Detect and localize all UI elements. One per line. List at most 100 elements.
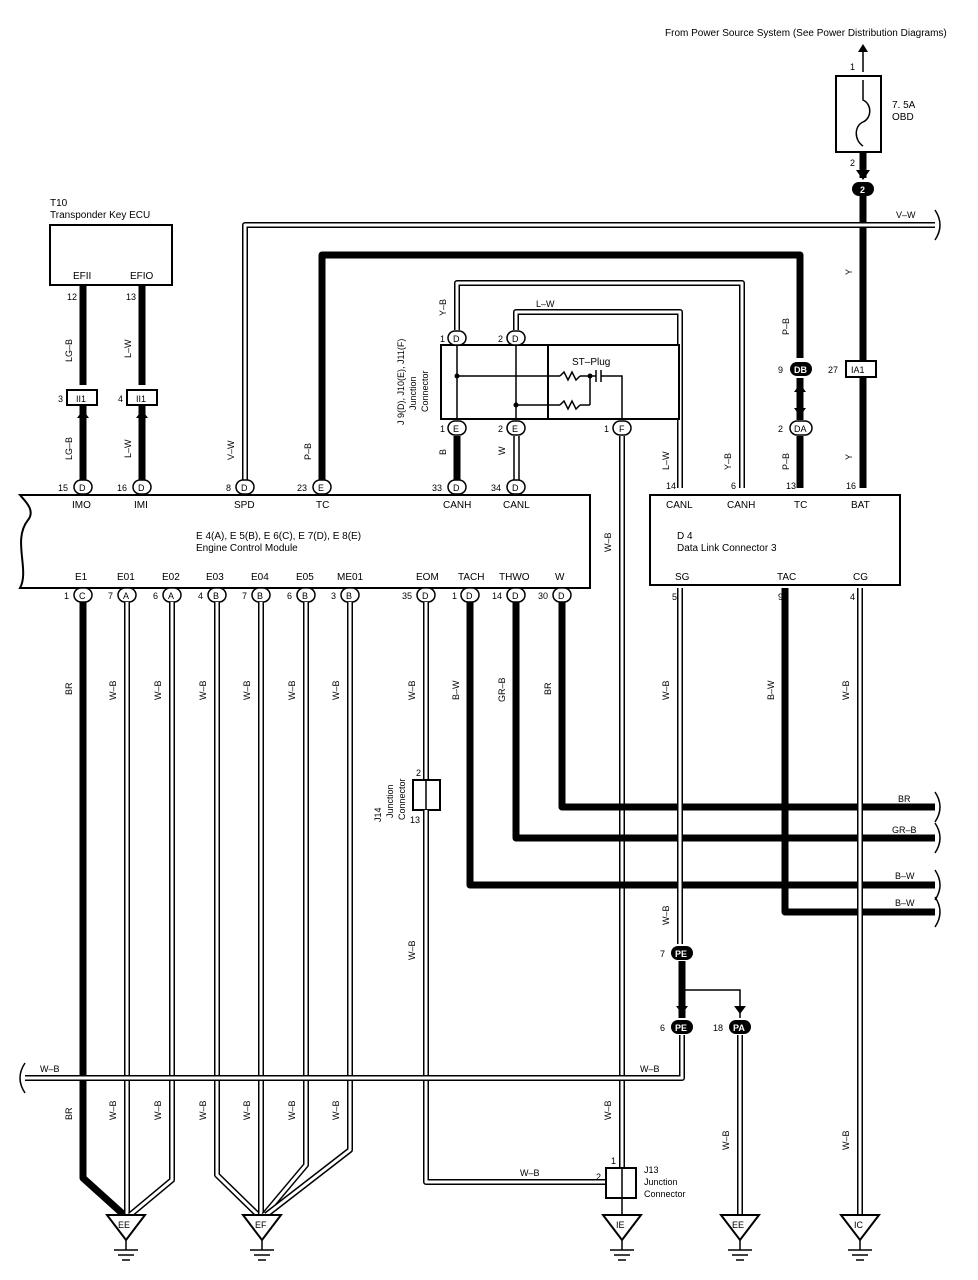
svg-text:W–B: W–B xyxy=(108,1100,118,1120)
svg-text:EOM: EOM xyxy=(416,572,439,583)
svg-text:J 9(D), J10(E), J11(F): J 9(D), J10(E), J11(F) xyxy=(396,339,406,425)
svg-text:W–B: W–B xyxy=(40,1064,60,1074)
transponder-key-ecu: T10 Transponder Key ECU EFII EFIO 12 13 xyxy=(49,198,173,302)
svg-text:14: 14 xyxy=(492,591,502,601)
svg-text:34: 34 xyxy=(491,483,501,493)
svg-text:PE: PE xyxy=(675,1023,687,1033)
svg-text:EE: EE xyxy=(118,1220,130,1230)
junction-j14: 2 13 J14 Junction Connector xyxy=(373,768,441,825)
svg-text:IMI: IMI xyxy=(134,500,148,511)
svg-text:E04: E04 xyxy=(251,572,269,583)
svg-text:1: 1 xyxy=(440,424,445,434)
data-link-connector: D 4 Data Link Connector 3 14 CANL 6 CANH… xyxy=(649,481,901,602)
svg-text:V–W: V–W xyxy=(896,210,916,220)
svg-text:D: D xyxy=(558,591,565,601)
svg-text:3: 3 xyxy=(58,394,63,404)
svg-text:1: 1 xyxy=(64,591,69,601)
svg-text:C: C xyxy=(79,591,86,601)
svg-text:Y–B: Y–B xyxy=(723,453,733,470)
svg-text:13: 13 xyxy=(410,815,420,825)
svg-text:W–B: W–B xyxy=(603,1100,613,1120)
connector-pa: PA 18 xyxy=(713,1020,751,1034)
connector-db: DB 9 xyxy=(778,362,812,376)
svg-text:Junction: Junction xyxy=(644,1177,678,1187)
svg-text:LG–B: LG–B xyxy=(64,437,74,460)
svg-text:Connector: Connector xyxy=(420,370,430,412)
svg-text:ST–Plug: ST–Plug xyxy=(572,357,610,368)
svg-text:13: 13 xyxy=(126,292,136,302)
svg-text:LG–B: LG–B xyxy=(64,339,74,362)
svg-text:2: 2 xyxy=(778,424,783,434)
svg-text:30: 30 xyxy=(538,591,548,601)
svg-text:W–B: W–B xyxy=(242,680,252,700)
svg-text:W–B: W–B xyxy=(721,1130,731,1150)
svg-text:Engine Control Module: Engine Control Module xyxy=(196,543,298,554)
svg-text:P–B: P–B xyxy=(781,318,791,335)
svg-text:Junction: Junction xyxy=(408,376,418,410)
svg-text:14: 14 xyxy=(666,481,676,491)
svg-text:B: B xyxy=(302,591,308,601)
svg-text:W–B: W–B xyxy=(153,1100,163,1120)
ground-ic: IC xyxy=(838,1214,882,1261)
svg-text:3: 3 xyxy=(331,591,336,601)
svg-text:5: 5 xyxy=(672,592,677,602)
connector-da: DA 2 xyxy=(778,420,813,436)
svg-text:TAC: TAC xyxy=(777,572,796,583)
svg-text:T10: T10 xyxy=(50,198,68,209)
ecm-top-pin: D 15 IMO xyxy=(58,479,93,511)
svg-text:V–W: V–W xyxy=(226,440,236,460)
svg-text:2: 2 xyxy=(596,1172,601,1182)
svg-text:GR–B: GR–B xyxy=(497,677,507,702)
svg-text:EE: EE xyxy=(732,1220,744,1230)
svg-text:E 4(A), E 5(B), E 6(C), E 7(D): E 4(A), E 5(B), E 6(C), E 7(D), E 8(E) xyxy=(196,531,361,542)
svg-text:W–B: W–B xyxy=(661,905,671,925)
svg-text:B: B xyxy=(438,449,448,455)
svg-text:1: 1 xyxy=(611,1156,616,1166)
svg-text:BR: BR xyxy=(64,682,74,695)
svg-text:7: 7 xyxy=(108,591,113,601)
svg-text:TACH: TACH xyxy=(458,572,484,583)
svg-text:6: 6 xyxy=(287,591,292,601)
svg-text:W–B: W–B xyxy=(287,680,297,700)
svg-text:PA: PA xyxy=(733,1023,745,1033)
svg-text:CANL: CANL xyxy=(503,500,530,511)
ecm-top-pin: E 23 TC xyxy=(297,479,332,511)
svg-text:2: 2 xyxy=(498,334,503,344)
svg-text:BR: BR xyxy=(64,1107,74,1120)
svg-text:II1: II1 xyxy=(76,394,86,404)
junction-j13: 1 2 J13 Junction Connector xyxy=(596,1156,686,1215)
svg-text:TC: TC xyxy=(794,500,807,511)
svg-text:W–B: W–B xyxy=(407,680,417,700)
svg-text:E: E xyxy=(318,483,324,493)
svg-text:Data Link Connector 3: Data Link Connector 3 xyxy=(677,543,777,554)
svg-text:ME01: ME01 xyxy=(337,572,364,583)
svg-text:W–B: W–B xyxy=(520,1168,540,1178)
svg-text:L–W: L–W xyxy=(661,451,671,470)
svg-text:BR: BR xyxy=(543,682,553,695)
svg-text:DB: DB xyxy=(794,365,807,375)
svg-text:E: E xyxy=(453,424,459,434)
svg-text:J13: J13 xyxy=(644,1165,659,1175)
connector-pe-bottom: PE 6 xyxy=(660,1020,693,1034)
svg-text:W–B: W–B xyxy=(198,680,208,700)
svg-text:B–W: B–W xyxy=(766,680,776,700)
svg-text:D: D xyxy=(512,591,519,601)
svg-text:13: 13 xyxy=(786,481,796,491)
svg-text:II1: II1 xyxy=(136,394,146,404)
svg-text:CANH: CANH xyxy=(727,500,755,511)
svg-text:6: 6 xyxy=(731,481,736,491)
svg-text:4: 4 xyxy=(850,592,855,602)
svg-text:2: 2 xyxy=(416,768,421,778)
svg-text:D: D xyxy=(422,591,429,601)
svg-text:6: 6 xyxy=(153,591,158,601)
svg-text:W–B: W–B xyxy=(153,680,163,700)
svg-text:9: 9 xyxy=(778,365,783,375)
svg-text:W: W xyxy=(497,446,507,455)
svg-text:23: 23 xyxy=(297,483,307,493)
svg-text:IA1: IA1 xyxy=(851,365,865,375)
ecm-bottom-pins: C 1 A 7 A 6 B 4 B 7 B 6 B 3 D 35 D 1 D 1… xyxy=(64,587,572,603)
connector-pe-top: PE 7 xyxy=(660,946,693,960)
svg-text:B–W: B–W xyxy=(451,680,461,700)
svg-text:E1: E1 xyxy=(75,572,88,583)
